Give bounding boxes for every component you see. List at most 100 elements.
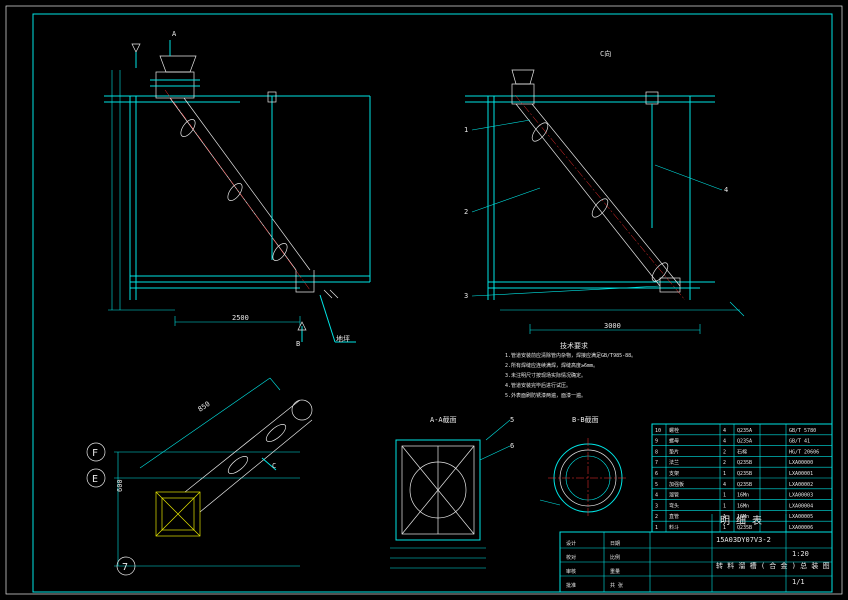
- axis-bubble-e: E: [92, 474, 98, 485]
- leader-1: 1: [464, 126, 468, 134]
- parts-cell-no: 2: [655, 514, 658, 520]
- leader-6: 6: [510, 442, 514, 450]
- drawing-title: 转 料 溜 槽 ( 合 金 ) 总 装 图: [716, 561, 830, 570]
- parts-cell-mat: 16Mn: [737, 503, 749, 509]
- parts-cell-qty: 1: [723, 525, 726, 531]
- parts-cell-no: 3: [655, 503, 658, 509]
- parts-cell-mat: Q235A: [737, 439, 752, 445]
- parts-cell-code: LXA00001: [789, 471, 813, 477]
- parts-cell-no: 8: [655, 449, 658, 455]
- section-a-label: A-A截面: [430, 415, 457, 424]
- parts-cell-no: 5: [655, 482, 658, 488]
- parts-cell-mat: Q235B: [737, 525, 752, 531]
- parts-cell-mat: 16Mn: [737, 514, 749, 520]
- plan-view[interactable]: 850 C F E 7 600: [86, 377, 313, 576]
- parts-cell-name: 垫片: [669, 448, 679, 455]
- parts-cell-no: 7: [655, 460, 658, 466]
- drawing-frame: [32, 13, 833, 593]
- field-date: 日期: [610, 541, 620, 547]
- dim-600: 600: [116, 479, 124, 492]
- dim-850: 850: [197, 400, 212, 414]
- parts-cell-code: LXA00006: [789, 525, 813, 531]
- parts-cell-mat: Q235B: [737, 460, 752, 466]
- field-approve: 批准: [566, 582, 576, 589]
- c-direction-view[interactable]: C向 1 2 3 4 3000: [464, 49, 745, 334]
- ground-label: 地坪: [336, 334, 350, 343]
- parts-cell-name: 支架: [669, 470, 679, 477]
- parts-cell-code: LXA00005: [789, 514, 813, 520]
- dim-2500: 2500: [232, 314, 249, 322]
- parts-cell-name: 加强板: [669, 481, 684, 488]
- sheet-border: [5, 5, 843, 595]
- parts-cell-name: 直管: [669, 513, 679, 520]
- tech-note-5: 5.外表面刷防锈漆两遍，面漆一遍。: [505, 392, 586, 399]
- leader-2: 2: [464, 208, 468, 216]
- parts-cell-qty: 1: [723, 493, 726, 499]
- field-sheets: 共 张: [610, 582, 623, 589]
- tech-note-2: 2.所有焊缝应连续满焊，焊缝高度≥6mm。: [505, 362, 598, 369]
- parts-cell-no: 10: [655, 428, 661, 434]
- parts-cell-qty: 4: [723, 439, 726, 445]
- field-scale: 比例: [610, 554, 620, 561]
- view-a-label: A: [172, 30, 177, 38]
- parts-cell-mat: 石棉: [737, 448, 747, 455]
- view-b-label: B: [296, 340, 300, 348]
- parts-cell-no: 6: [655, 471, 658, 477]
- tech-req-title: 技术要求: [560, 341, 588, 350]
- parts-cell-qty: 2: [723, 460, 726, 466]
- parts-cell-name: 料斗: [669, 524, 679, 531]
- section-b-b[interactable]: B-B截面: [539, 415, 628, 518]
- parts-cell-code: LXA00003: [789, 493, 813, 499]
- axis-bubble-f: F: [92, 448, 98, 459]
- parts-cell-qty: 4: [723, 482, 726, 488]
- parts-cell-code: GB/T 5780: [789, 428, 816, 434]
- parts-cell-mat: 16Mn: [737, 493, 749, 499]
- parts-cell-name: 法兰: [669, 459, 679, 466]
- scale-value: 1:20: [792, 550, 809, 558]
- field-check: 校对: [566, 554, 576, 561]
- section-a-a[interactable]: A-A截面 5 6: [390, 415, 514, 569]
- sheet-value: 1/1: [792, 578, 805, 586]
- tech-note-1: 1.管道安装前应清除管内杂物，焊接应满足GB/T985-88。: [505, 352, 636, 359]
- parts-cell-qty: 2: [723, 449, 726, 455]
- field-weight: 重量: [610, 568, 620, 575]
- tech-note-3: 3.未注明尺寸按现场实际情况确定。: [505, 372, 586, 379]
- parts-cell-name: 螺栓: [669, 427, 679, 434]
- parts-cell-no: 4: [655, 493, 658, 499]
- parts-cell-qty: 1: [723, 514, 726, 520]
- parts-cell-no: 9: [655, 439, 658, 445]
- leader-4: 4: [724, 186, 728, 194]
- parts-cell-name: 弯头: [669, 502, 679, 509]
- dim-3000: 3000: [604, 322, 621, 330]
- parts-cell-mat: Q235B: [737, 482, 752, 488]
- parts-cell-code: LXA00000: [789, 460, 813, 466]
- parts-cell-qty: 4: [723, 428, 726, 434]
- tech-note-4: 4.管道安装完毕后进行试压。: [505, 382, 571, 389]
- field-design: 设计: [566, 540, 576, 547]
- parts-cell-qty: 1: [723, 471, 726, 477]
- parts-cell-no: 1: [655, 525, 658, 531]
- parts-cell-code: LXA00002: [789, 482, 813, 488]
- parts-cell-code: LXA00004: [789, 503, 813, 509]
- technical-requirements: 技术要求 1.管道安装前应清除管内杂物，焊接应满足GB/T985-88。 2.所…: [505, 341, 636, 399]
- section-b-label: B-B截面: [572, 415, 599, 424]
- field-review: 审核: [566, 568, 576, 575]
- parts-cell-mat: Q235B: [737, 471, 752, 477]
- plan-c-label: C: [272, 462, 276, 470]
- parts-cell-name: 溜管: [669, 492, 679, 499]
- parts-cell-mat: Q235A: [737, 428, 752, 434]
- parts-cell-code: HG/T 20606: [789, 449, 819, 455]
- leader-5: 5: [510, 416, 514, 424]
- front-view[interactable]: 2500 B 地坪 A: [104, 30, 371, 348]
- view-c-label: C向: [600, 49, 611, 58]
- drawing-number: 15A03DY07V3-2: [716, 536, 771, 544]
- parts-cell-qty: 1: [723, 503, 726, 509]
- parts-cell-name: 螺母: [669, 438, 679, 445]
- parts-cell-code: GB/T 41: [789, 439, 810, 445]
- axis-bubble-7: 7: [122, 562, 128, 573]
- title-block: 明 细 表 15A03DY07V3-2 转 料 溜 槽 ( 合 金 ) 总 装 …: [559, 514, 833, 593]
- company-name: 明 细 表: [720, 514, 762, 527]
- leader-3: 3: [464, 292, 468, 300]
